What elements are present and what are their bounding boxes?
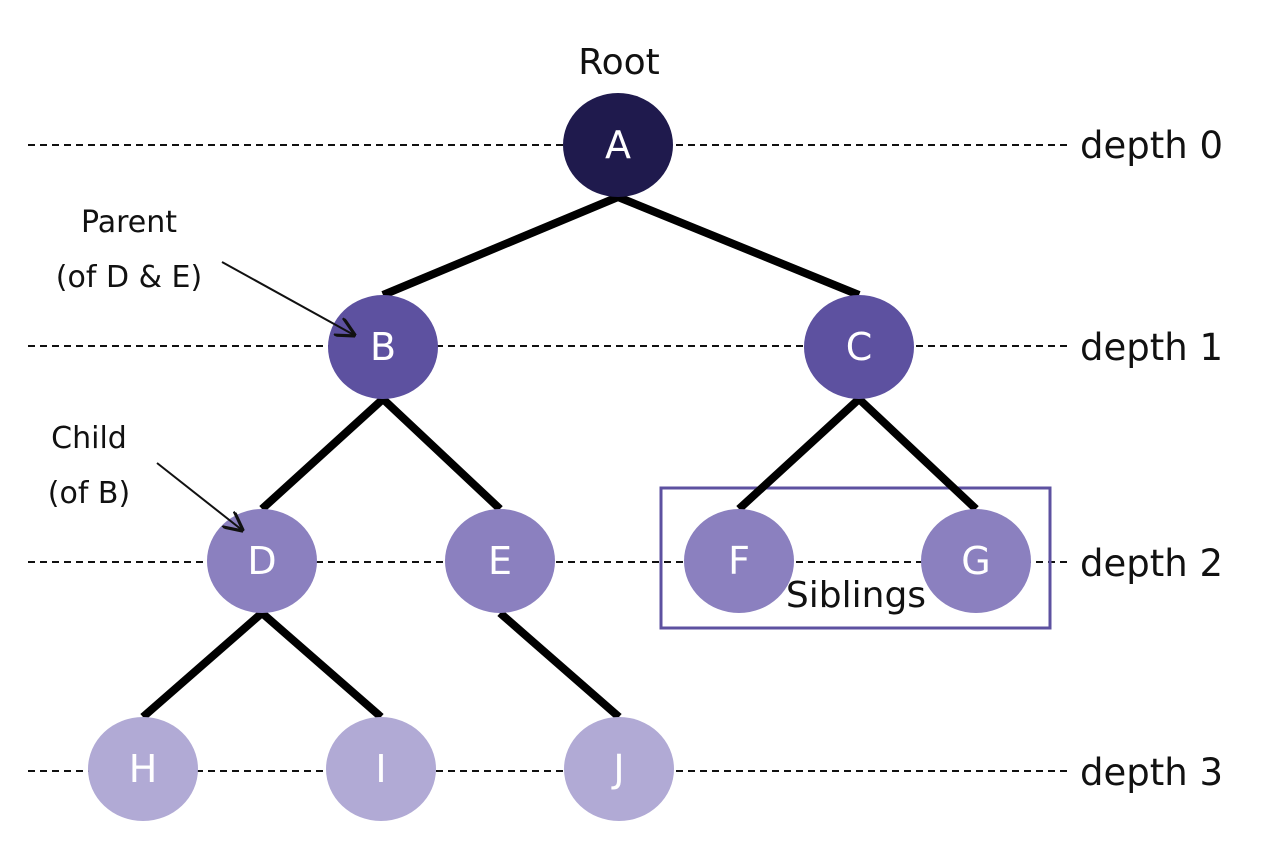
- node-G: G: [921, 509, 1031, 613]
- node-circle-H: [88, 717, 198, 821]
- node-circle-I: [326, 717, 436, 821]
- edge-E-J: [497, 609, 622, 721]
- depth-label-0: depth 0: [1080, 124, 1223, 167]
- edge-C-F: [736, 396, 862, 512]
- edge-A-B: [381, 193, 620, 299]
- node-circle-F: [684, 509, 794, 613]
- node-E: E: [445, 509, 555, 613]
- edge-D-I: [259, 609, 384, 721]
- node-C: C: [804, 295, 914, 399]
- node-B: B: [328, 295, 438, 399]
- siblings-box: [659, 486, 1052, 630]
- edge-C-G: [856, 396, 979, 512]
- root-label: Root: [578, 42, 660, 83]
- node-F: F: [684, 509, 794, 613]
- node-circle-D: [207, 509, 317, 613]
- node-circle-C: [804, 295, 914, 399]
- depth-label-1: depth 1: [1080, 326, 1223, 369]
- node-circle-E: [445, 509, 555, 613]
- node-D: D: [207, 509, 317, 613]
- parent-annotation-line1: Parent: [81, 205, 177, 240]
- depth-label-2: depth 2: [1080, 542, 1223, 585]
- node-J: J: [564, 717, 674, 821]
- child-annotation-line1: Child: [51, 421, 127, 456]
- node-label-E: E: [488, 539, 512, 583]
- edge-B-D: [259, 396, 386, 512]
- child-arrow: [156, 462, 242, 530]
- parent-arrow: [221, 261, 354, 335]
- parent-annotation-line2: (of D & E): [56, 260, 202, 295]
- depth-label-3: depth 3: [1080, 751, 1223, 794]
- node-label-J: J: [611, 747, 624, 791]
- node-label-B: B: [370, 325, 396, 369]
- node-label-F: F: [728, 539, 750, 583]
- node-label-G: G: [961, 539, 990, 583]
- edge-B-E: [380, 396, 503, 512]
- node-label-A: A: [605, 123, 631, 167]
- tree-edges: [140, 193, 979, 721]
- node-A: A: [563, 93, 673, 197]
- node-circle-A: [563, 93, 673, 197]
- siblings-label: Siblings: [786, 575, 926, 616]
- node-label-D: D: [247, 539, 276, 583]
- edge-A-C: [616, 193, 861, 299]
- node-label-I: I: [375, 747, 386, 791]
- child-annotation-line2: (of B): [48, 476, 130, 511]
- node-H: H: [88, 717, 198, 821]
- node-label-C: C: [846, 325, 873, 369]
- edge-D-H: [140, 609, 265, 721]
- node-circle-J: [564, 717, 674, 821]
- node-circle-G: [921, 509, 1031, 613]
- node-I: I: [326, 717, 436, 821]
- node-label-H: H: [129, 747, 158, 791]
- tree-nodes: A B C D E F G H I J: [88, 93, 1031, 821]
